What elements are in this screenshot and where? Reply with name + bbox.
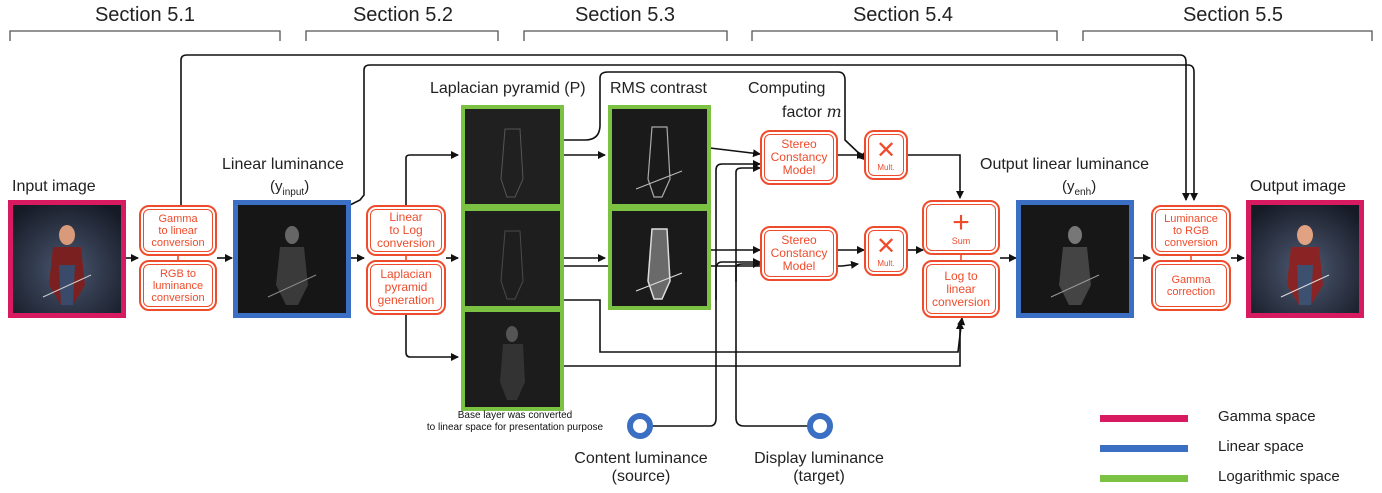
mult-2-node: ✕Mult. <box>864 226 908 276</box>
rms-contrast-label: RMS contrast <box>610 80 707 97</box>
pyramid-base-layer <box>461 308 564 411</box>
pyramid-level-1 <box>461 105 564 208</box>
input-image-label: Input image <box>12 178 96 195</box>
laplacian-pyramid-label: Laplacian pyramid (P) <box>430 80 586 97</box>
output-linear-luminance-thumbnail <box>1016 200 1134 318</box>
multiply-icon: ✕ <box>875 232 897 260</box>
display-luminance-label: Display luminance (target) <box>754 450 884 485</box>
display-luminance-node <box>807 413 833 439</box>
linear-luminance-thumbnail <box>233 200 351 318</box>
base-layer-note: Base layer was converted to linear space… <box>426 410 604 433</box>
content-luminance-node <box>627 413 653 439</box>
rms-contrast-1 <box>608 105 711 208</box>
output-linear-luminance-label: Output linear luminance <box>980 156 1149 173</box>
section-5-3-label: Section 5.3 <box>574 4 676 26</box>
legend-log-label: Logarithmic space <box>1218 468 1340 485</box>
mult-1-node: ✕Mult. <box>864 130 908 180</box>
linear-luminance-label: Linear luminance <box>222 156 344 173</box>
section-brackets <box>9 30 1373 41</box>
computing-factor-label-2: factor m <box>782 102 842 121</box>
section-5-4-label: Section 5.4 <box>852 4 954 26</box>
legend-log: Logarithmic space <box>1100 468 1370 488</box>
legend-linear: Linear space <box>1100 438 1370 458</box>
legend-log-swatch <box>1100 475 1188 482</box>
legend-gamma-swatch <box>1100 415 1188 422</box>
section-5-1-label: Section 5.1 <box>94 4 196 26</box>
legend-linear-label: Linear space <box>1218 438 1304 455</box>
legend-gamma: Gamma space <box>1100 408 1370 428</box>
section-5-2-label: Section 5.2 <box>352 4 454 26</box>
computing-factor-label: Computing <box>748 80 826 97</box>
linear-luminance-symbol: (yinput) <box>270 178 310 198</box>
multiply-icon: ✕ <box>875 136 897 164</box>
plus-icon: + <box>952 205 970 239</box>
rms-contrast-2 <box>608 207 711 310</box>
input-image-thumbnail <box>8 200 126 318</box>
section-5-5-label: Section 5.5 <box>1182 4 1284 26</box>
content-luminance-label: Content luminance (source) <box>574 450 708 485</box>
output-luminance-symbol: (yenh) <box>1062 178 1097 198</box>
output-image-thumbnail <box>1246 200 1364 318</box>
legend-linear-swatch <box>1100 445 1188 452</box>
pyramid-level-2 <box>461 207 564 310</box>
sum-node: +Sum <box>922 200 1000 255</box>
legend-gamma-label: Gamma space <box>1218 408 1316 425</box>
output-image-label: Output image <box>1250 178 1347 195</box>
